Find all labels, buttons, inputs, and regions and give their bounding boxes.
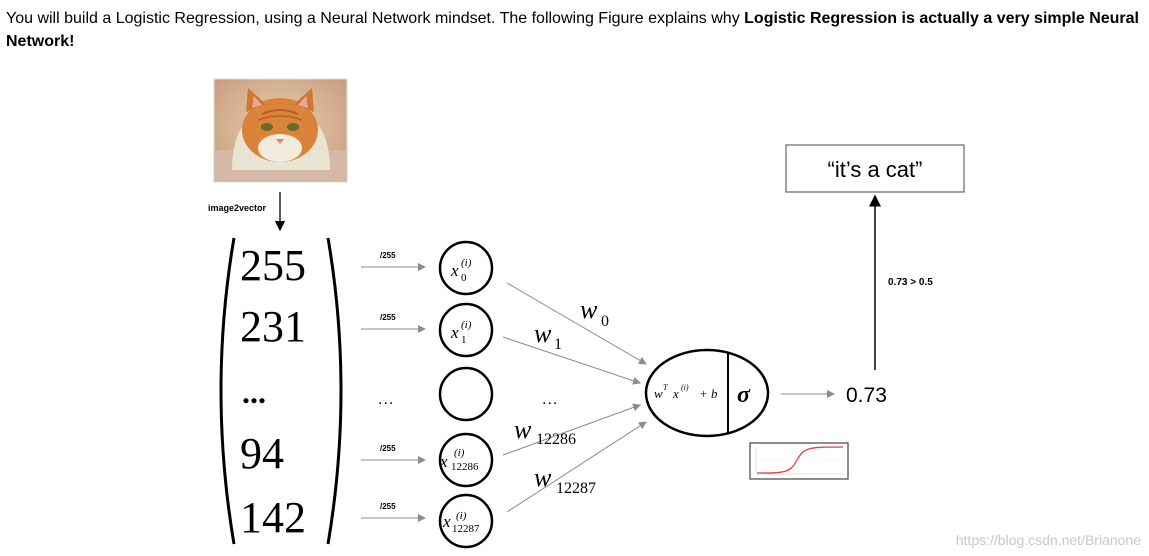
- weight-ellipsis: ...: [542, 391, 558, 408]
- input-node-0-sub: 0: [461, 272, 467, 284]
- cat-right-eye: [287, 123, 299, 131]
- weight-0-base: w: [580, 295, 598, 324]
- input-node-1-base: x: [450, 323, 459, 342]
- neuron-sigma: σ: [737, 382, 751, 408]
- vector-value-255: 255: [240, 241, 306, 290]
- cat-left-eye: [261, 123, 273, 131]
- neuron-body: [644, 348, 770, 438]
- weight-label-0: w 0: [580, 295, 609, 330]
- normalize-ellipsis: ...: [378, 391, 394, 408]
- connection-1: [502, 336, 641, 385]
- normalize-label-0: /255: [380, 251, 396, 260]
- input-node-12287-sup: (i): [456, 510, 467, 522]
- input-node-1-sub: 1: [461, 334, 467, 346]
- input-node-1-sup: (i): [461, 319, 472, 331]
- weight-label-1: w 1: [534, 319, 562, 353]
- vector-value-231: 231: [240, 302, 306, 351]
- input-node-1: x (i) 1: [438, 302, 494, 358]
- connection-0: [506, 282, 647, 365]
- input-node-0-sup: (i): [461, 257, 472, 269]
- weight-12286-sub: 12286: [536, 431, 576, 448]
- input-node-0-base: x: [450, 261, 459, 280]
- normalize-arrows: /255 /255 ... /255 /255: [361, 251, 426, 522]
- weight-label-12286: w 12286: [514, 415, 576, 448]
- weight-12286-base: w: [514, 415, 532, 444]
- image2vector-label: image2vector: [208, 203, 267, 213]
- watermark: https://blog.csdn.net/Brianone: [955, 532, 1141, 548]
- vector-right-paren: [326, 237, 343, 545]
- connection-12287: [506, 421, 647, 513]
- neuron-linear-w: w: [654, 386, 663, 401]
- input-node-12286-base: x: [439, 452, 448, 471]
- normalize-label-1: /255: [380, 313, 396, 322]
- input-node-ellipsis: [438, 366, 494, 422]
- normalize-label-3: /255: [380, 444, 396, 453]
- input-node-12286-sub: 12286: [451, 461, 479, 473]
- sigmoid-curve: [756, 446, 844, 474]
- weight-1-sub: 1: [554, 336, 562, 353]
- weight-label-12287: w 12287: [534, 463, 596, 497]
- weight-0-sub: 0: [601, 313, 609, 330]
- weight-connections: [502, 282, 647, 513]
- input-node-12287-sub: 12287: [452, 523, 480, 535]
- vector-left-paren: [219, 237, 236, 545]
- neuron: w T x (i) + b σ: [644, 348, 770, 438]
- cat-image: [213, 78, 348, 183]
- vector-value-142: 142: [240, 493, 306, 542]
- vector-value-94: 94: [240, 429, 284, 478]
- prediction-box: [785, 144, 965, 193]
- sigmoid-thumbnail: [749, 442, 849, 480]
- neuron-linear-i: (i): [681, 383, 689, 392]
- connection-12286: [502, 403, 641, 456]
- weight-12287-base: w: [534, 463, 552, 492]
- intro-paragraph: You will build a Logistic Regression, us…: [6, 7, 1144, 53]
- input-node-12287-base: x: [442, 512, 451, 531]
- normalize-label-4: /255: [380, 502, 396, 511]
- intro-bold-text: Logistic Regression is actually a very s…: [6, 10, 1139, 50]
- input-node-12287: x (i) 12287: [438, 493, 494, 549]
- neuron-linear-rest: + b: [699, 386, 718, 401]
- input-node-12286-sup: (i): [454, 447, 465, 459]
- input-node-0: x (i) 0: [438, 240, 494, 296]
- prediction-text: “it’s a cat”: [828, 157, 923, 182]
- output-value: 0.73: [846, 384, 887, 407]
- weight-12287-sub: 12287: [556, 480, 596, 497]
- vector-value-ellipsis: ...: [242, 374, 266, 410]
- threshold-label: 0.73 > 0.5: [888, 277, 933, 288]
- weight-1-base: w: [534, 319, 552, 348]
- neuron-linear-x: x: [672, 386, 679, 401]
- input-node-12286: x (i) 12286: [438, 432, 494, 488]
- neuron-linear-T: T: [663, 383, 668, 392]
- intro-plain-text: You will build a Logistic Regression, us…: [6, 10, 745, 27]
